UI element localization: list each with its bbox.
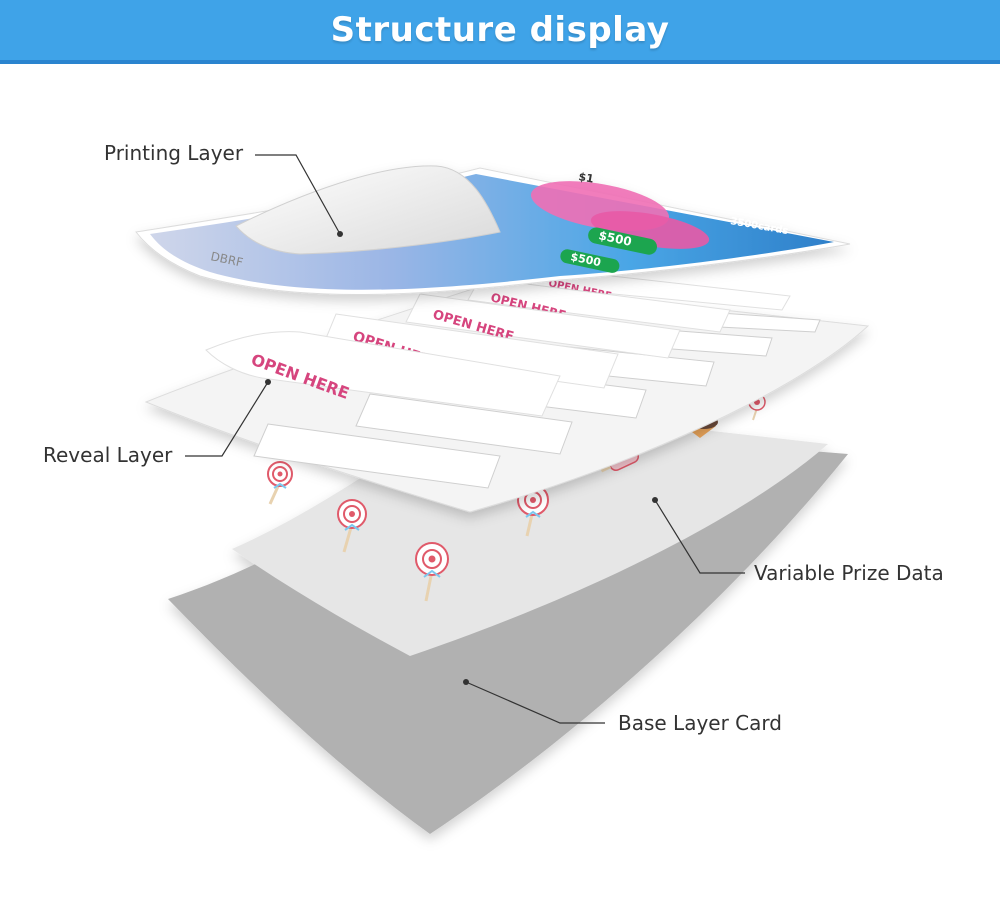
ticket-price: $1 bbox=[577, 170, 594, 185]
header-bar: Structure display bbox=[0, 0, 1000, 64]
printing-layer: $1 $500 $500 3500cards DBRF bbox=[135, 165, 851, 295]
reveal-layer-label: Reveal Layer bbox=[43, 443, 173, 467]
leader-line-base bbox=[465, 681, 605, 724]
page-title: Structure display bbox=[330, 10, 670, 50]
ticket-prize-b: $500 bbox=[569, 250, 602, 269]
peeled-corner bbox=[235, 165, 501, 255]
lollipop-icon bbox=[267, 461, 293, 505]
ticket-artwork: $1 $500 $500 3500cards DBRF bbox=[209, 170, 789, 273]
leader-line-prize bbox=[654, 499, 745, 574]
tab-slot bbox=[253, 423, 501, 489]
printing-layer-label: Printing Layer bbox=[104, 141, 244, 165]
ticket-prize-a: $500 bbox=[597, 228, 633, 249]
structure-diagram: OPEN HERE OPEN HERE OPEN HERE OPEN HERE … bbox=[135, 154, 870, 834]
ticket-corner-code: DBRF bbox=[209, 249, 244, 270]
lollipop-icon bbox=[337, 499, 367, 553]
leader-line-printing bbox=[255, 154, 341, 235]
base-layer-card-label: Base Layer Card bbox=[618, 711, 782, 735]
leader-lines bbox=[185, 154, 745, 724]
prize-icons bbox=[267, 393, 766, 602]
reveal-tabs: OPEN HERE OPEN HERE OPEN HERE OPEN HERE … bbox=[205, 267, 791, 417]
variable-prize-data-label: Variable Prize Data bbox=[754, 561, 944, 585]
leader-line-reveal bbox=[185, 381, 269, 457]
lollipop-icon bbox=[415, 542, 449, 602]
tab-slot bbox=[355, 393, 573, 455]
